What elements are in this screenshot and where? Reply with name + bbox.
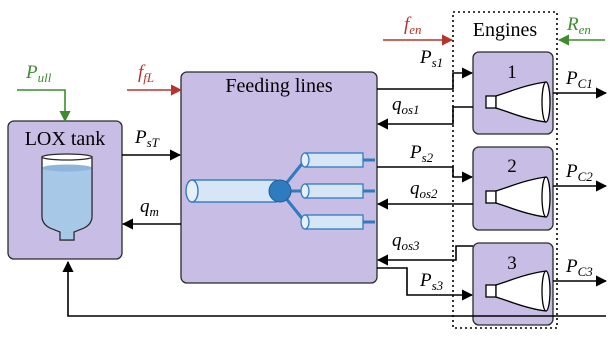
engine-1-number: 1: [507, 62, 517, 83]
q-os3-arrow: [376, 245, 473, 266]
tank-vessel-icon: [41, 153, 93, 241]
p-s2-label: Ps2: [409, 142, 434, 165]
engine-1-block: 1: [472, 51, 554, 135]
p-c1-label: PC1: [565, 68, 593, 91]
p-ull-label: Pull: [25, 62, 52, 85]
feeding-lines-title: Feeding lines: [225, 75, 332, 97]
engines-title: Engines: [473, 19, 538, 41]
engine-nozzle-icon: [485, 81, 551, 123]
p-s3-label: Ps3: [419, 270, 444, 293]
p-c2-label: PC2: [565, 161, 593, 184]
r-en-label: Ren: [566, 14, 591, 37]
feedback-arrow: [62, 260, 606, 317]
p-c3-label: PC3: [565, 256, 593, 279]
p-s2-arrow: [377, 166, 474, 183]
engine-nozzle-icon: [485, 270, 551, 312]
engine-2-number: 2: [507, 156, 517, 177]
feeding-lines-block: Feeding lines: [180, 71, 378, 284]
p-s1-label: Ps1: [419, 47, 443, 70]
lox-tank-block: LOX tank: [7, 120, 123, 260]
lox-tank-title: LOX tank: [25, 128, 106, 150]
q-os2-label: qos2: [410, 178, 438, 201]
q-os3-label: qos3: [392, 230, 420, 253]
pipe-network-icon: [185, 152, 375, 230]
q-m-label: qm: [140, 196, 159, 219]
engine-2-block: 2: [472, 146, 554, 231]
p-ull-arrow: [17, 89, 71, 123]
q-os1-arrow: [376, 106, 473, 130]
engine-3-block: 3: [472, 242, 554, 326]
q-os1-label: qos1: [392, 94, 420, 117]
input-arrows: [17, 34, 605, 123]
p-s1-arrow: [377, 67, 474, 90]
p-st-label: PsT: [134, 127, 160, 150]
engine-nozzle-icon: [485, 176, 551, 218]
engine-3-number: 3: [507, 253, 517, 274]
p-s3-arrow: [377, 267, 474, 301]
f-fl-label: ffL: [138, 62, 154, 85]
f-en-label: fen: [404, 14, 422, 37]
